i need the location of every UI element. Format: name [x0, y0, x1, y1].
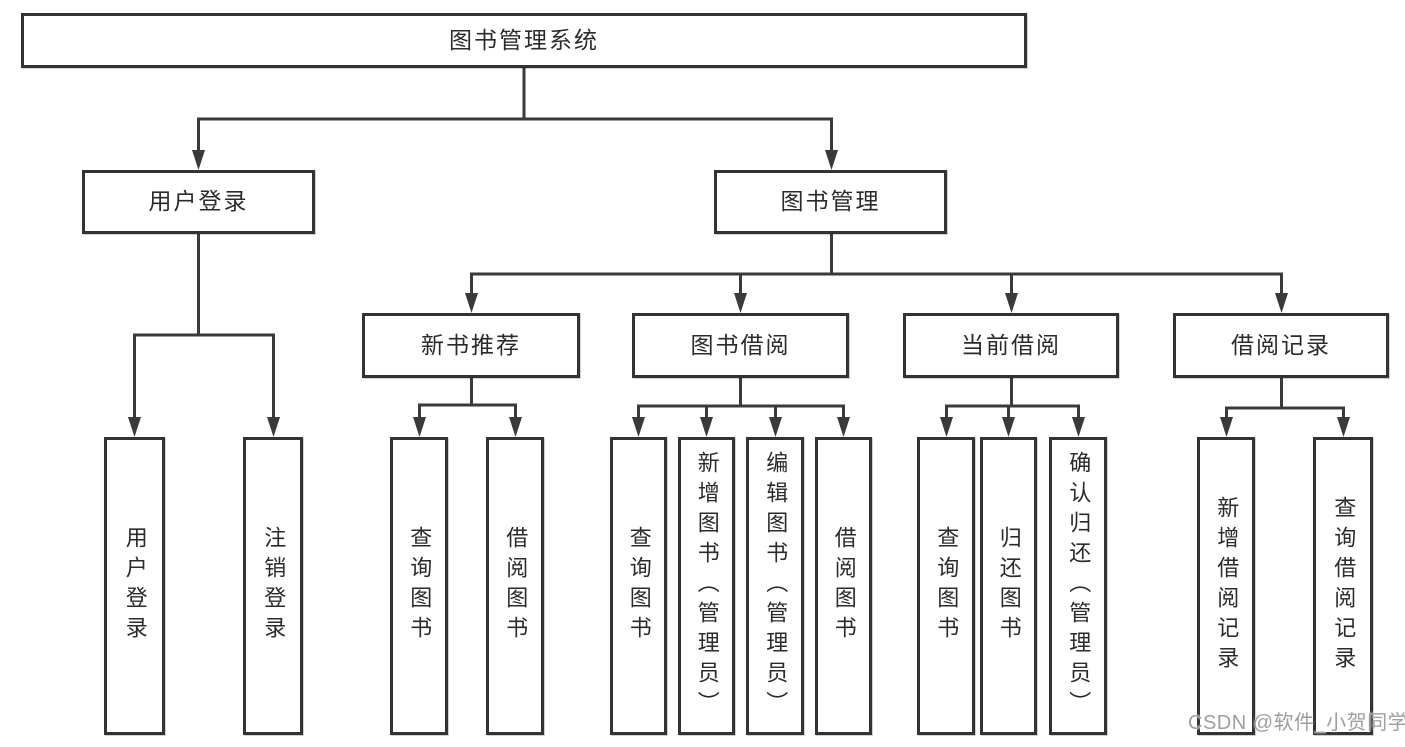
arrow-icon: [940, 417, 953, 437]
arrow-icon: [700, 417, 713, 437]
arrow-icon: [769, 417, 782, 437]
node-book-management: 图书管理: [714, 170, 947, 234]
arrow-icon: [1002, 417, 1015, 437]
node-leaf-query-books-2-label: 查询图书: [626, 526, 652, 646]
node-book-borrowing: 图书借阅: [632, 313, 849, 378]
node-leaf-edit-book-admin-label: 编辑图书（管理员）: [763, 451, 789, 721]
arrow-icon: [413, 417, 426, 437]
node-leaf-add-book-admin-label: 新增图书（管理员）: [694, 451, 720, 721]
node-leaf-user-login: 用户登录: [104, 437, 165, 735]
arrow-icon: [1337, 417, 1350, 437]
node-leaf-query-books-2: 查询图书: [610, 437, 667, 735]
arrow-icon: [192, 150, 205, 170]
node-leaf-return-books: 归还图书: [980, 437, 1037, 735]
node-root: 图书管理系统: [21, 13, 1027, 68]
connector-book-borrow-children: [637, 378, 845, 419]
node-leaf-user-login-label: 用户登录: [122, 526, 148, 646]
node-leaf-query-books-1: 查询图书: [390, 437, 448, 735]
arrow-icon: [1275, 293, 1288, 313]
node-leaf-add-borrow-record-label: 新增借阅记录: [1214, 496, 1240, 676]
connector-new-book-children: [418, 378, 517, 419]
node-new-book-recommend-label: 新书推荐: [421, 331, 521, 358]
node-root-label: 图书管理系统: [449, 26, 599, 53]
node-book-borrowing-label: 图书借阅: [690, 331, 791, 358]
node-leaf-return-books-label: 归还图书: [996, 526, 1022, 646]
node-borrow-records-label: 借阅记录: [1231, 331, 1331, 358]
arrow-icon: [837, 417, 850, 437]
node-leaf-query-books-3: 查询图书: [917, 437, 975, 735]
node-leaf-confirm-return-admin-label: 确认归还（管理员）: [1066, 451, 1092, 721]
node-borrow-records: 借阅记录: [1173, 313, 1389, 378]
node-leaf-query-borrow-record-label: 查询借阅记录: [1331, 496, 1357, 676]
arrow-icon: [1005, 293, 1018, 313]
arrow-icon: [128, 417, 141, 437]
node-current-borrowing: 当前借阅: [903, 313, 1119, 378]
connector-current-borrow-children: [945, 378, 1080, 419]
node-leaf-logout-label: 注销登录: [261, 526, 287, 646]
arrow-icon: [509, 417, 522, 437]
arrow-icon: [734, 293, 747, 313]
arrow-icon: [465, 293, 478, 313]
node-leaf-borrow-books-1: 借阅图书: [486, 437, 544, 735]
arrow-icon: [267, 417, 280, 437]
node-leaf-logout: 注销登录: [243, 437, 303, 735]
node-leaf-query-books-3-label: 查询图书: [934, 526, 960, 646]
node-leaf-query-borrow-record: 查询借阅记录: [1313, 437, 1373, 735]
node-new-book-recommend: 新书推荐: [362, 313, 580, 378]
node-leaf-add-borrow-record: 新增借阅记录: [1197, 437, 1255, 735]
node-leaf-borrow-books-1-label: 借阅图书: [503, 526, 529, 646]
node-leaf-query-books-1-label: 查询图书: [407, 526, 433, 646]
node-leaf-confirm-return-admin: 确认归还（管理员）: [1049, 437, 1107, 735]
node-leaf-edit-book-admin: 编辑图书（管理员）: [746, 437, 804, 735]
node-current-borrowing-label: 当前借阅: [961, 331, 1061, 358]
arrow-icon: [825, 150, 838, 170]
node-user-login-label: 用户登录: [148, 188, 249, 215]
node-leaf-borrow-books-2-label: 借阅图书: [831, 526, 857, 646]
connector-root-to-level2: [197, 68, 833, 152]
arrow-icon: [1220, 417, 1233, 437]
connector-user-login-children: [133, 234, 275, 419]
node-book-management-label: 图书管理: [780, 188, 881, 215]
arrow-icon: [1072, 417, 1085, 437]
node-leaf-add-book-admin: 新增图书（管理员）: [678, 437, 735, 735]
connector-borrow-record-children: [1225, 378, 1345, 419]
csdn-watermark: CSDN @软件_小贺同学: [1188, 712, 1405, 734]
node-user-login: 用户登录: [82, 170, 315, 234]
arrow-icon: [632, 417, 645, 437]
node-leaf-borrow-books-2: 借阅图书: [815, 437, 872, 735]
connector-book-mgmt-children: [470, 234, 1283, 295]
